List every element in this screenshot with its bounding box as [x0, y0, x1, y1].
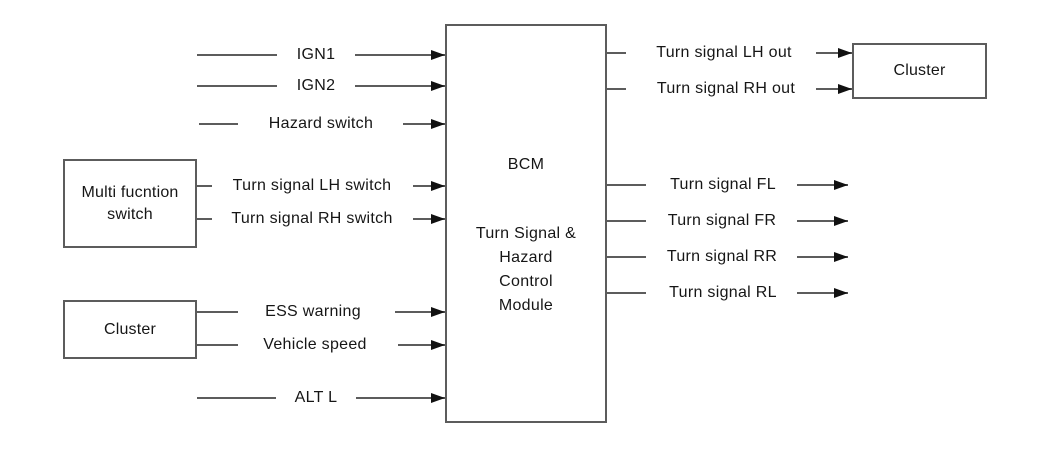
input-label-ign2: IGN2: [296, 77, 336, 94]
cluster-right-label: Cluster: [893, 62, 946, 79]
output-label-turn-signal-lh-out: Turn signal LH out: [656, 44, 792, 61]
output-label-turn-signal-fr: Turn signal FR: [667, 212, 777, 229]
bcm-box: BCM Turn Signal & Hazard Control Module: [445, 24, 607, 423]
input-label-ess-warning: ESS warning: [265, 303, 361, 320]
input-label-alt-l: ALT L: [294, 389, 338, 406]
bcm-subtitle: Turn Signal & Hazard Control Module: [475, 225, 577, 314]
output-label-turn-signal-rr: Turn signal RR: [666, 248, 778, 265]
output-label-turn-signal-rh-out: Turn signal RH out: [656, 80, 796, 97]
input-label-turn-signal-rh-switch: Turn signal RH switch: [231, 210, 393, 227]
input-label-ign1: IGN1: [296, 46, 336, 63]
cluster-left-box: Cluster: [63, 300, 197, 359]
output-stub-wires: [607, 52, 646, 294]
input-label-hazard-switch: Hazard switch: [268, 115, 374, 132]
input-label-turn-signal-lh-switch: Turn signal LH switch: [232, 177, 392, 194]
multi-function-switch-label: Multi fucntion switch: [81, 183, 179, 223]
multi-function-switch-box: Multi fucntion switch: [63, 159, 197, 248]
bcm-title: BCM: [507, 156, 545, 173]
output-arrow-wires: [797, 48, 852, 298]
cluster-left-label: Cluster: [103, 320, 157, 338]
output-label-turn-signal-fl: Turn signal FL: [670, 176, 776, 193]
input-label-vehicle-speed: Vehicle speed: [263, 336, 367, 353]
input-lead-wires: [197, 54, 277, 399]
input-arrow-wires: [355, 50, 445, 403]
cluster-right-box: Cluster: [852, 43, 987, 99]
output-label-turn-signal-rl: Turn signal RL: [669, 284, 777, 301]
